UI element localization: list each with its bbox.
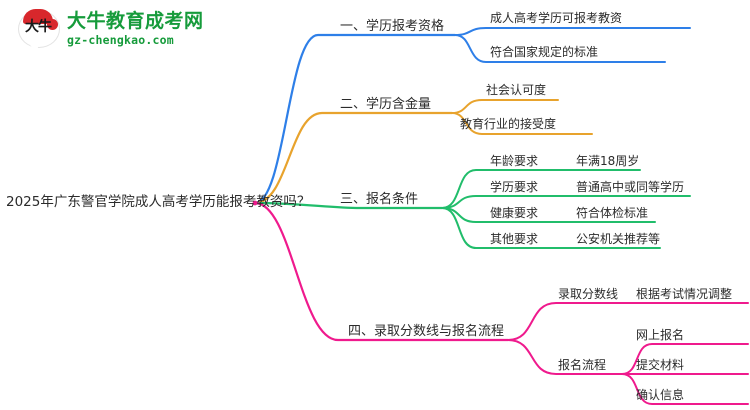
root-node-label: 2025年广东警官学院成人高考学历能报考教资吗？ xyxy=(6,194,311,210)
branch-4-child-1-sub-1-label[interactable]: 根据考试情况调整 xyxy=(636,287,733,301)
logo-url: gz-chengkao.com xyxy=(67,32,174,47)
connector-branch2-child1 xyxy=(451,99,559,114)
branch-4-child-2-sub-1-label[interactable]: 网上报名 xyxy=(636,328,685,342)
branch-4-label[interactable]: 四、录取分数线与报名流程 xyxy=(348,324,505,339)
logo-mark-text: 大牛 xyxy=(25,19,52,35)
branch-3-child-4-sub-1-label[interactable]: 公安机关推荐等 xyxy=(576,232,661,246)
connector-branch3-child2 xyxy=(441,195,691,209)
branch-1-child-2-label[interactable]: 符合国家规定的标准 xyxy=(490,45,599,59)
branch-1-label[interactable]: 一、学历报考资格 xyxy=(340,19,445,34)
branch-4-child-1-label[interactable]: 录取分数线 xyxy=(558,287,619,301)
connector-root-branch4 xyxy=(253,201,510,342)
connector-branch1-child1 xyxy=(454,27,691,36)
branch-2-child-2-label[interactable]: 教育行业的接受度 xyxy=(460,117,557,131)
branch-3-child-1-label[interactable]: 年龄要求 xyxy=(490,154,539,168)
branch-3-label[interactable]: 三、报名条件 xyxy=(340,192,419,207)
logo-bull-icon: 大牛 xyxy=(18,8,60,52)
branch-3-child-3-label[interactable]: 健康要求 xyxy=(490,206,539,220)
connector-branch4-child1 xyxy=(507,302,749,341)
connector-root-branch1 xyxy=(253,33,457,205)
branch-3-child-1-sub-1-label[interactable]: 年满18周岁 xyxy=(576,154,640,168)
site-logo: 大牛 大牛教育成考网 gz-chengkao.com xyxy=(18,8,204,52)
branch-4-child-2-label[interactable]: 报名流程 xyxy=(558,358,607,372)
branch-3-child-4-label[interactable]: 其他要求 xyxy=(490,232,539,246)
branch-1-child-1-label[interactable]: 成人高考学历可报考教资 xyxy=(490,11,623,25)
connector-root-branch2 xyxy=(253,111,454,205)
branch-4-child-2-sub-2-label[interactable]: 提交材料 xyxy=(636,358,685,372)
branch-3-child-2-label[interactable]: 学历要求 xyxy=(490,180,539,194)
branch-3-child-3-sub-1-label[interactable]: 符合体检标准 xyxy=(576,206,649,220)
branch-2-label[interactable]: 二、学历含金量 xyxy=(340,97,432,112)
logo-title: 大牛教育成考网 xyxy=(67,9,204,32)
branch-4-child-2-sub-3-label[interactable]: 确认信息 xyxy=(636,388,685,402)
branch-2-child-1-label[interactable]: 社会认可度 xyxy=(486,83,547,97)
branch-3-child-2-sub-1-label[interactable]: 普通高中或同等学历 xyxy=(576,180,685,194)
